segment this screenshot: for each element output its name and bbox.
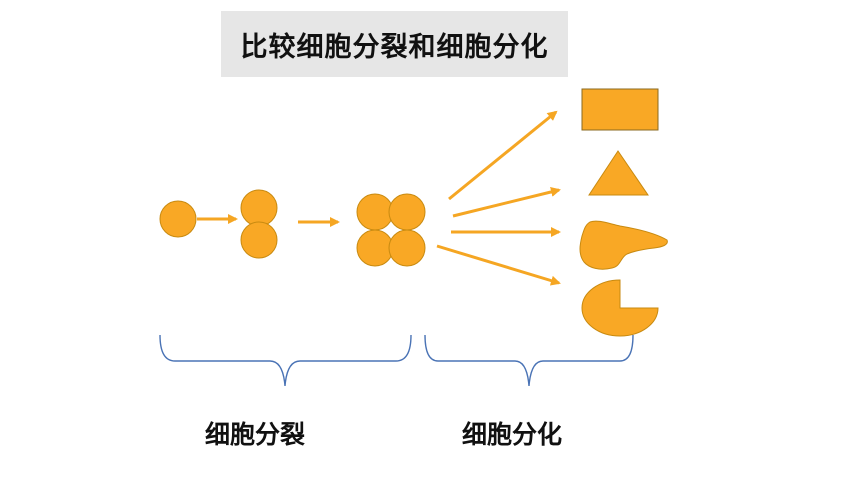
differentiation-brace xyxy=(424,334,634,387)
label-cell-differentiation: 细胞分化 xyxy=(462,420,563,449)
rectangle-cell xyxy=(581,88,659,131)
pie-cell xyxy=(581,279,659,337)
differentiation-arrow-2 xyxy=(452,187,561,218)
elongated-cell xyxy=(579,220,668,270)
differentiation-arrow-4 xyxy=(436,244,561,286)
single-cell xyxy=(159,200,197,238)
triangle-cell xyxy=(588,150,649,196)
label-cell-division: 细胞分裂 xyxy=(205,420,306,449)
title-box: 比较细胞分裂和细胞分化 xyxy=(221,11,568,77)
four-cells xyxy=(356,193,426,267)
differentiation-arrow-1 xyxy=(448,110,558,201)
two-cells xyxy=(240,189,278,259)
diagram-title: 比较细胞分裂和细胞分化 xyxy=(240,31,549,63)
division-brace xyxy=(159,334,412,387)
